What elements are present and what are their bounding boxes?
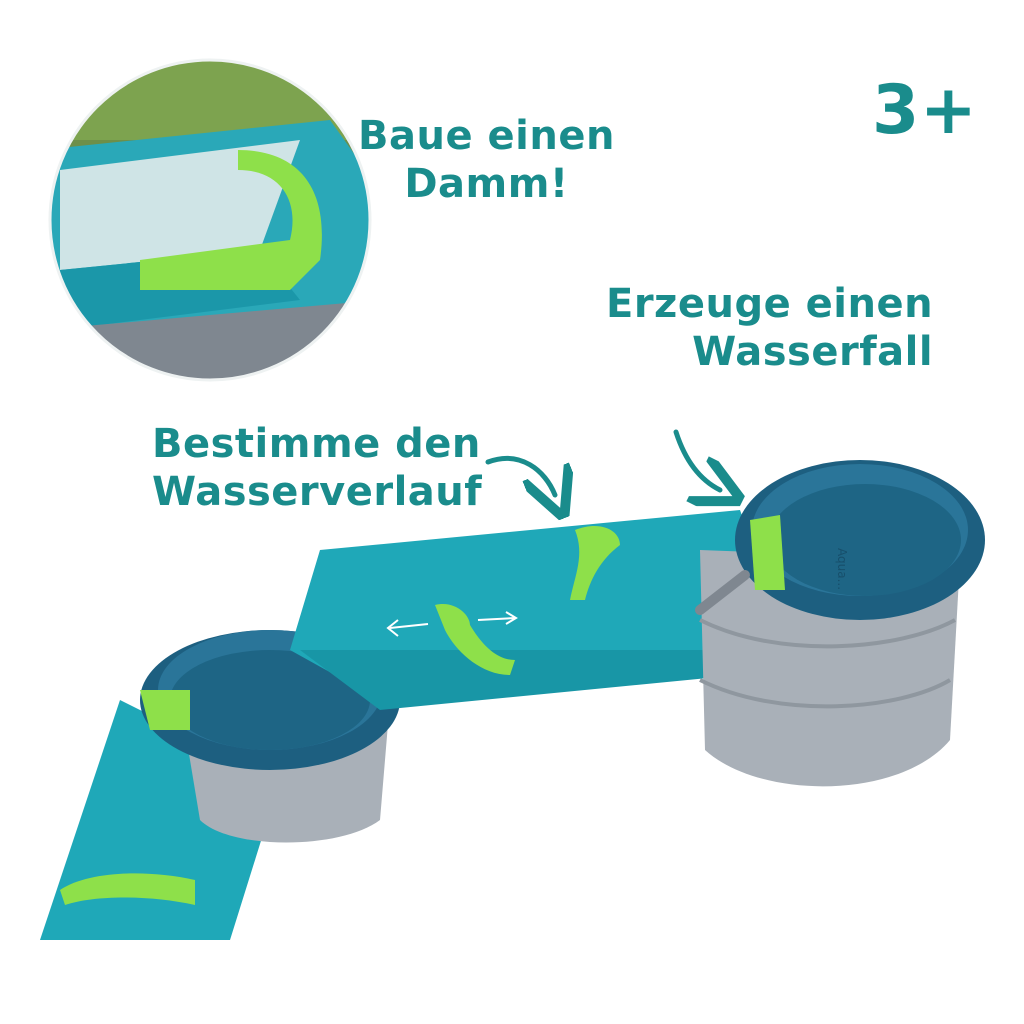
caption-waterfall-line2: Wasserfall [692,329,934,375]
arrow-to-channel-icon [485,455,555,495]
caption-course-line1: Bestimme den [152,421,481,467]
caption-waterfall: Erzeuge einen Wasserfall [606,280,933,376]
caption-course-line2: Wasserverlauf [152,469,483,515]
dam-piece-slider-icon [435,604,515,675]
caption-dam-line2: Damm! [404,161,569,207]
inset-photo-dam [50,60,370,380]
age-badge: 3+ [872,71,978,150]
svg-text:Aqua...: Aqua... [835,548,849,590]
dam-piece-icon [140,150,322,290]
bucket-right: Aqua... [699,460,985,787]
dam-piece-middle-icon [570,525,620,600]
slide-arrows-icon [386,611,518,637]
caption-waterfall-line1: Erzeuge einen [606,281,934,327]
caption-dam: Baue einen Damm! [358,112,615,208]
caption-course: Bestimme den Wasserverlauf [152,420,482,516]
arrow-to-waterfall-icon [673,429,720,490]
caption-dam-line1: Baue einen [358,113,615,159]
dam-piece-left-icon [60,873,195,905]
